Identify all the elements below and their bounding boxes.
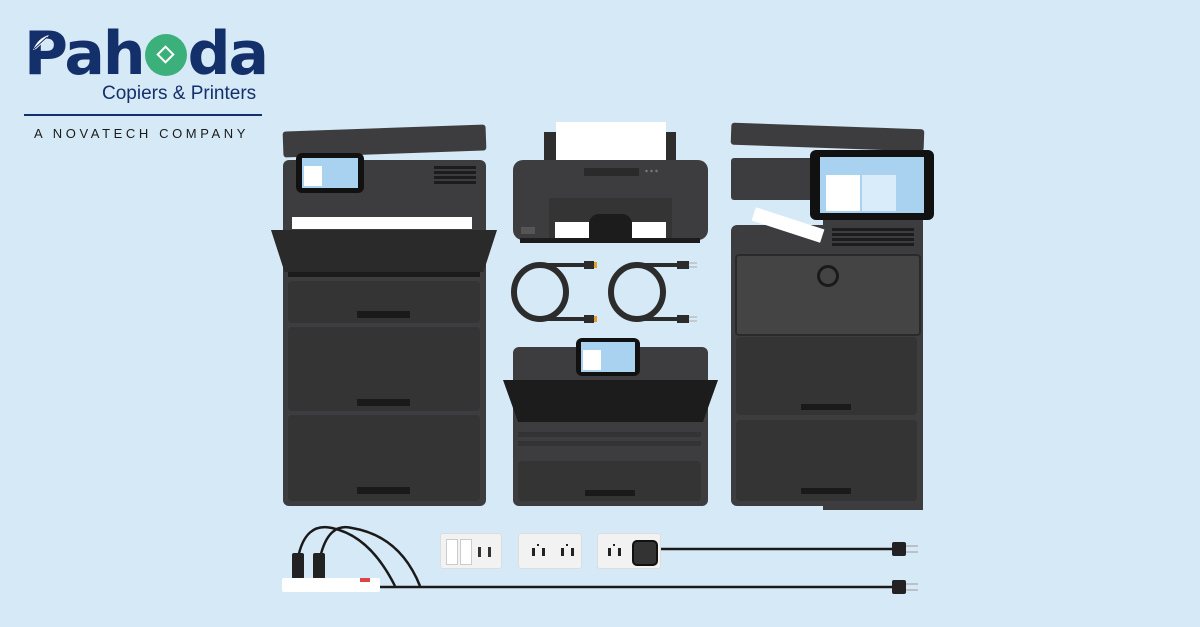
power-strip-icon (282, 525, 918, 594)
touchscreen (576, 338, 640, 376)
brand-divider (24, 114, 262, 116)
feather-icon (33, 35, 49, 50)
power-cable-icon (608, 261, 697, 323)
touchscreen (296, 153, 364, 193)
duplex-outlet (518, 533, 582, 569)
outlet-with-plug (597, 533, 661, 569)
brand-o-diamond-icon (144, 34, 187, 76)
light-switch-plate (440, 533, 502, 569)
brand-subtitle: Copiers & Printers (102, 83, 257, 104)
vent (832, 228, 914, 246)
power-button-icon (817, 265, 839, 287)
touchscreen (810, 150, 934, 220)
usb-cable-icon (511, 261, 597, 323)
brand-tagline: A NOVATECH COMPANY (34, 126, 250, 141)
vent (434, 166, 476, 186)
